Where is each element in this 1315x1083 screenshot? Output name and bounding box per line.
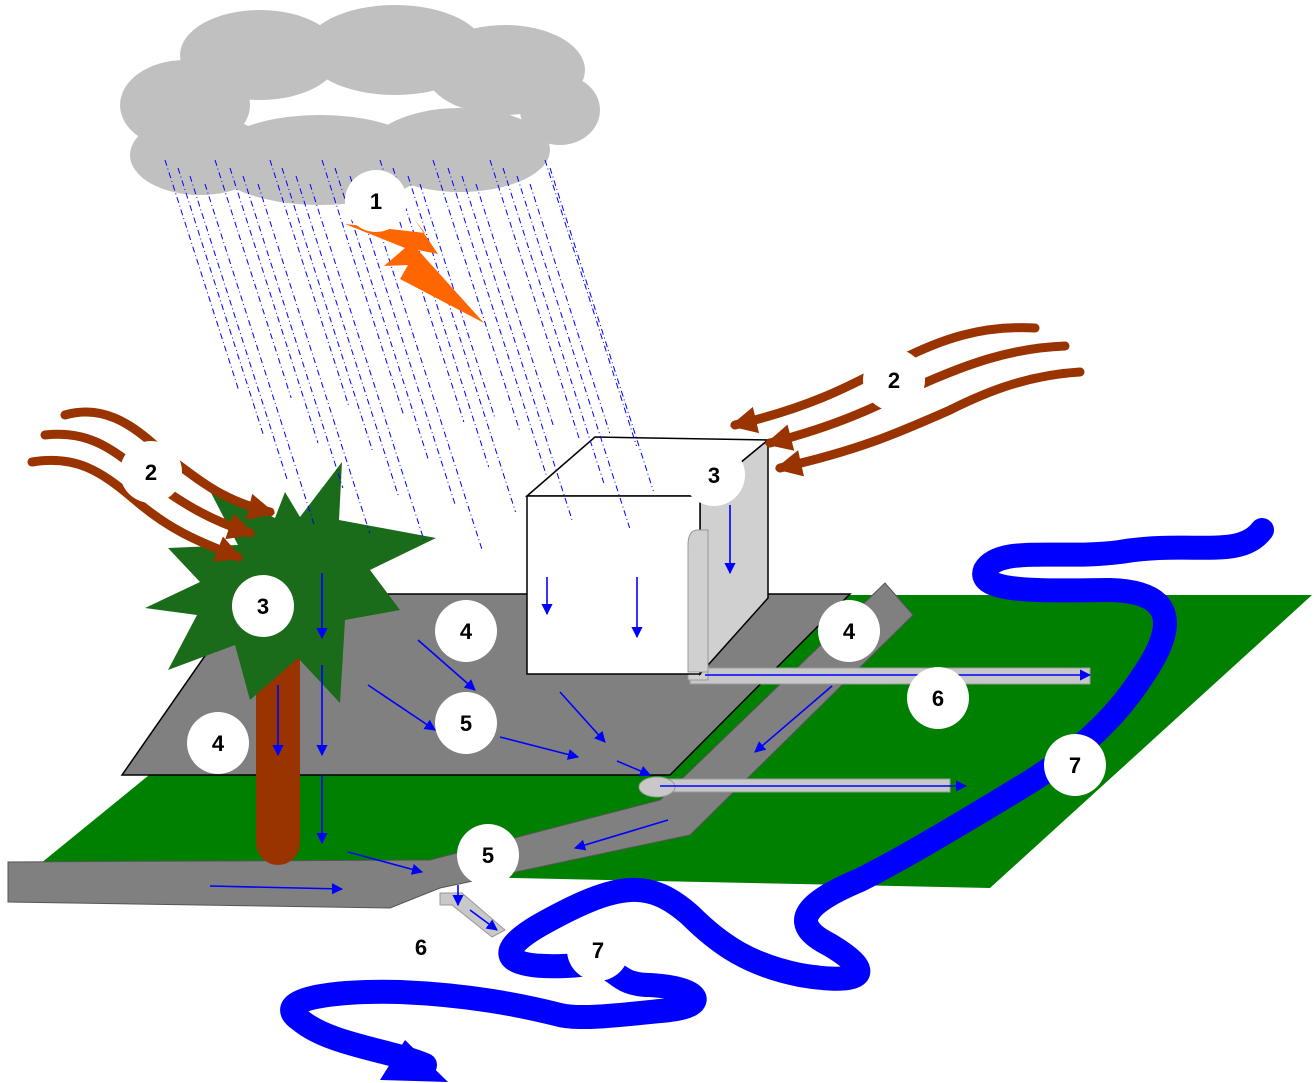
rain-streak: [530, 184, 610, 433]
outfall-pipe: [440, 893, 505, 937]
badge-wind-left: 2: [120, 441, 182, 503]
building-front: [527, 496, 700, 674]
rain-streak: [448, 168, 546, 475]
rain-streak: [178, 168, 263, 435]
downspout-front: [688, 530, 708, 672]
badge-pavement-flow: 5: [435, 692, 497, 754]
rain-streak: [243, 176, 343, 488]
rain-streak: [258, 184, 370, 533]
drain-pipe-building: [690, 668, 1090, 684]
badge-pavement: 4: [435, 600, 497, 662]
label-pavement-flow: 5: [460, 711, 472, 736]
label-lightning: 1: [370, 189, 382, 214]
rain-streak: [503, 168, 604, 483]
label-pavement: 4: [460, 619, 473, 644]
storm-drain-inlet: [639, 777, 675, 797]
label-river-lower: 7: [592, 938, 604, 963]
label-road: 4: [843, 619, 856, 644]
rain-streak: [408, 176, 516, 512]
badge-wind-right: 2: [863, 349, 925, 411]
lightning-bolt: [345, 220, 484, 323]
label-building: 3: [708, 463, 720, 488]
badge-pipe-outfall: 6: [907, 667, 969, 729]
badge-road: 4: [818, 600, 880, 662]
rain-streak: [490, 160, 579, 438]
badge-road-flow: 5: [457, 824, 519, 886]
label-wind-left: 2: [145, 460, 157, 485]
label-tree: 3: [257, 594, 269, 619]
badge-building: 3: [683, 444, 745, 506]
rain-streak: [190, 176, 287, 480]
rain-streak: [476, 184, 553, 425]
label-road-flow: 5: [482, 843, 494, 868]
label-wind-right: 2: [888, 368, 900, 393]
label-pipe-outfall: 6: [932, 686, 944, 711]
rain-streak: [205, 184, 314, 525]
label-river-upper: 7: [1069, 753, 1081, 778]
badge-river-upper: 7: [1044, 734, 1106, 796]
badge-tree: 3: [232, 575, 294, 637]
rain-streak: [230, 168, 318, 443]
label-tree-trunk: 4: [212, 731, 225, 756]
badge-river-lower: 7: [567, 919, 629, 981]
badge-tree-trunk: 4: [187, 712, 249, 774]
label-outfall-plain: 6: [415, 935, 427, 960]
rain-streak: [545, 160, 637, 446]
rain-streak: [462, 176, 572, 520]
badge-lightning: 1: [345, 170, 407, 232]
